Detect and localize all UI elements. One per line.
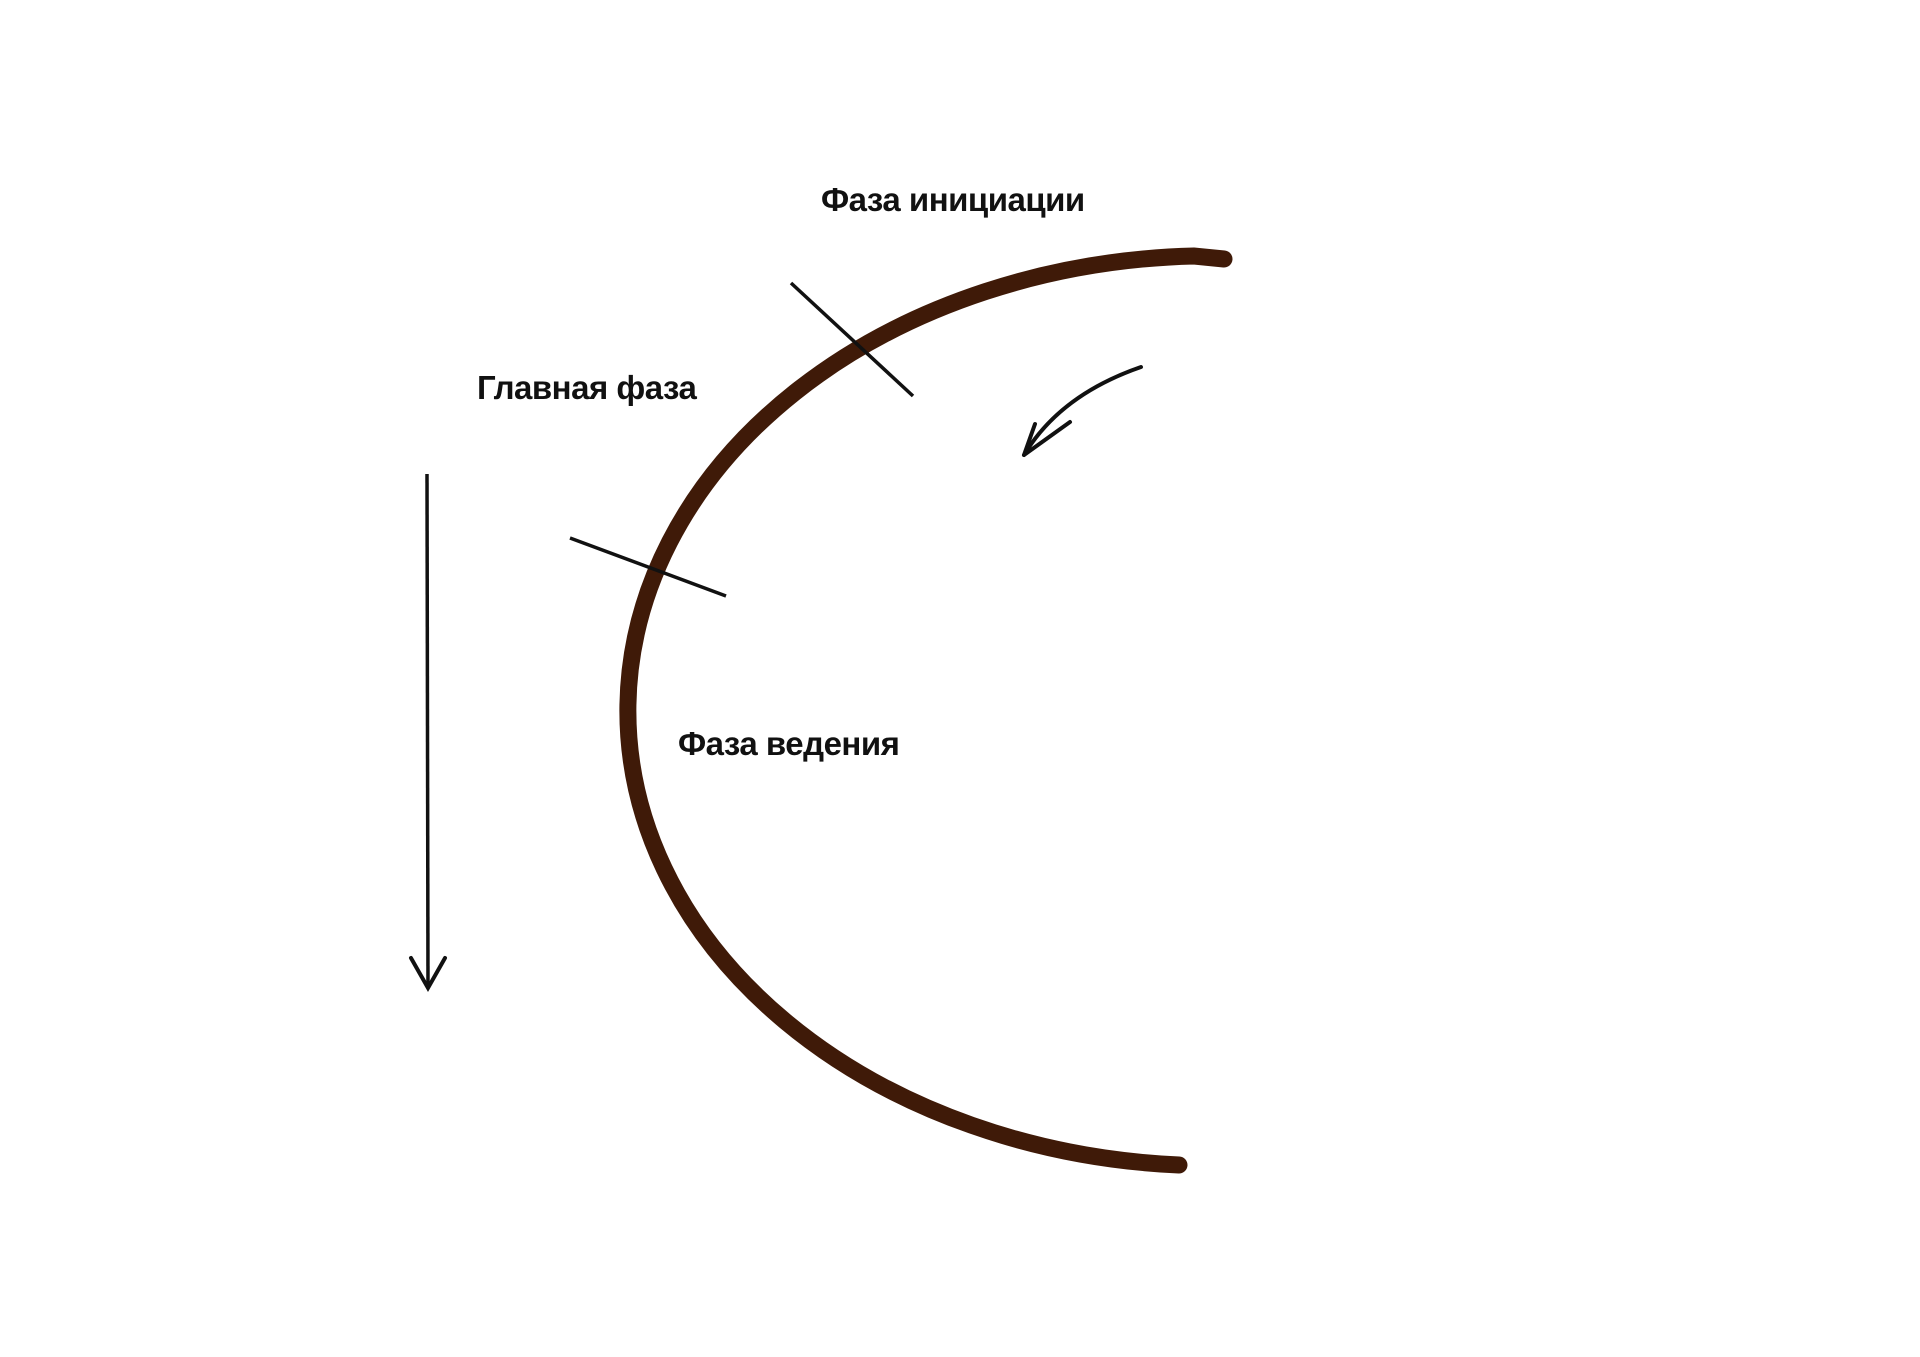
phase-arc <box>619 247 1233 1174</box>
curved-direction-arrow-icon <box>1022 365 1143 457</box>
phase-divider-main <box>569 536 727 598</box>
down-arrow-icon <box>409 473 447 993</box>
label-leading-phase: Фаза ведения <box>678 725 900 762</box>
label-initiation-phase: Фаза инициации <box>821 181 1085 218</box>
phase-divider-initiation <box>789 281 915 398</box>
label-main-phase: Главная фаза <box>477 369 697 406</box>
